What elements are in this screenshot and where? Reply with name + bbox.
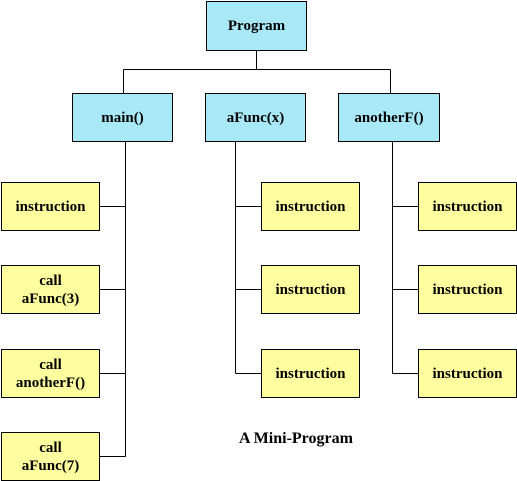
function-node-afunc: aFunc(x) bbox=[205, 93, 306, 142]
function-label-afunc: aFunc(x) bbox=[226, 109, 285, 126]
program-root-node: Program bbox=[206, 1, 307, 51]
afunc-instruction-node-2: instruction bbox=[261, 265, 360, 314]
afunc-child-label-1: instruction bbox=[275, 198, 346, 215]
anotherf-instruction-node-1: instruction bbox=[418, 182, 517, 231]
main-call-afunc-3-node: call aFunc(3) bbox=[1, 265, 100, 314]
diagram-caption: A Mini-Program bbox=[239, 430, 353, 447]
function-node-main: main() bbox=[72, 93, 173, 142]
afunc-child-label-3: instruction bbox=[275, 365, 346, 382]
main-child-label-4: call aFunc(7) bbox=[21, 439, 80, 474]
main-child-label-3: call anotherF() bbox=[15, 356, 86, 391]
function-node-anotherf: anotherF() bbox=[338, 93, 440, 142]
anotherf-child-label-1: instruction bbox=[432, 198, 503, 215]
program-root-label: Program bbox=[227, 18, 286, 34]
main-instruction-node: instruction bbox=[1, 182, 100, 231]
anotherf-instruction-node-3: instruction bbox=[418, 349, 517, 398]
anotherf-child-label-2: instruction bbox=[432, 281, 503, 298]
afunc-child-label-2: instruction bbox=[275, 281, 346, 298]
anotherf-instruction-node-2: instruction bbox=[418, 265, 517, 314]
main-call-afunc-7-node: call aFunc(7) bbox=[1, 432, 100, 481]
anotherf-child-label-3: instruction bbox=[432, 365, 503, 382]
function-label-anotherf: anotherF() bbox=[354, 109, 424, 126]
main-call-anotherf-node: call anotherF() bbox=[1, 349, 100, 398]
function-label-main: main() bbox=[101, 109, 144, 126]
afunc-instruction-node-1: instruction bbox=[261, 182, 360, 231]
main-child-label-2: call aFunc(3) bbox=[21, 272, 80, 307]
afunc-instruction-node-3: instruction bbox=[261, 349, 360, 398]
main-child-label-1: instruction bbox=[15, 198, 86, 215]
